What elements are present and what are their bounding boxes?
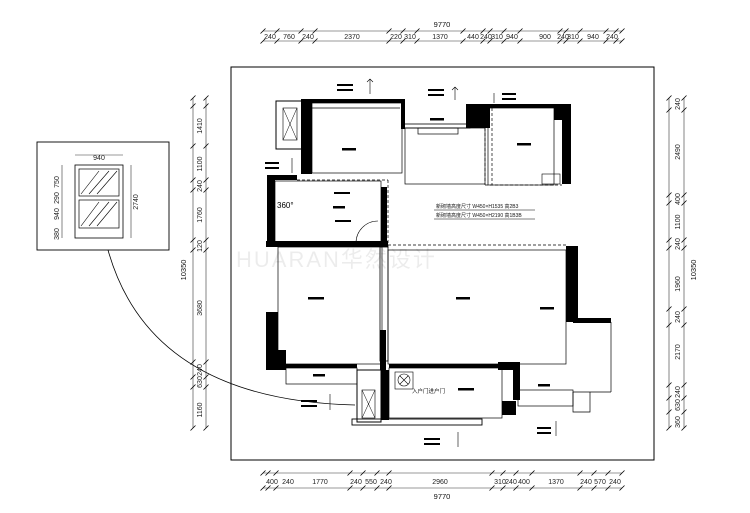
left-dim-1: 1410 [197,118,204,134]
door-symbols [355,173,561,390]
top-dim-16: 240 [606,34,618,41]
right-dim-3: 400 [675,193,682,205]
detail-dim-2: 290 [54,192,61,204]
detail-height-dimension: 2740 [133,194,140,210]
top-dimension-chain: 9770 240 760 240 2370 220 310 1370 440 2… [260,20,625,44]
bottom-total-dimension: 9770 [434,492,451,501]
bottom-dim-14: 240 [609,479,621,486]
right-dim-10: 630 [675,399,682,411]
bottom-dim-4: 240 [350,479,362,486]
bottom-dim-8: 310 [494,479,506,486]
detail-width-dimension: 940 [93,155,105,162]
entrance-label: 入户门进户门 [412,387,445,395]
top-dim-6: 310 [404,34,416,41]
right-dim-4: 1100 [675,214,682,229]
interior-lines [274,102,612,419]
marker-arrows [291,78,557,447]
right-dim-1: 240 [675,98,682,110]
top-dim-7: 1370 [432,34,448,41]
watermark: HUARAN华然设计 [236,247,437,272]
left-dim-6: 3680 [197,300,204,316]
top-dim-5: 220 [390,34,402,41]
right-dim-7: 240 [675,311,682,323]
left-dim-2: 1100 [197,156,204,171]
top-dim-8: 440 [467,34,479,41]
top-dim-4: 2370 [344,34,360,41]
top-dim-14: 310 [567,34,579,41]
wall-note-1: 新砌墙高度尺寸 W450×H1535 高2B3 [436,203,519,210]
top-dim-12: 900 [539,34,551,41]
bottom-dim-13: 570 [594,479,606,486]
bottom-dim-12: 240 [580,479,592,486]
right-dim-6: 1960 [675,276,682,292]
bottom-dim-11: 1370 [548,479,564,486]
detail-dim-3: 940 [54,208,61,220]
left-dim-9: 1160 [197,402,204,417]
bottom-dim-6: 240 [380,479,392,486]
elevation-markers [265,84,554,445]
left-dim-5: 120 [197,240,204,252]
bottom-dimension-chain: 400 240 1770 240 550 240 2960 310 240 40… [260,470,625,501]
wall-note-2: 新砌墙高度尺寸 W450×H2190 高1B3B [436,212,522,219]
bottom-dim-7: 2960 [432,479,448,486]
top-dim-9: 240 [480,34,492,41]
left-dim-4: 1760 [197,207,204,223]
left-dim-8: 630 [197,376,204,388]
left-dimension-chain: 10350 1410 1100 240 1760 120 3680 240 63… [179,95,209,431]
top-dim-11: 940 [506,34,518,41]
angle-label: 360° [277,201,294,210]
bottom-dim-1: 400 [266,479,278,486]
right-dim-5: 240 [675,238,682,250]
right-dim-9: 240 [675,386,682,398]
right-dim-8: 2170 [675,344,682,360]
top-dim-10: 310 [491,34,503,41]
bottom-dim-5: 550 [365,479,377,486]
top-dim-13: 240 [557,34,569,41]
detail-dim-4: 380 [54,228,61,240]
bottom-dim-10: 400 [518,479,530,486]
top-dim-1: 240 [264,34,276,41]
left-dim-3: 240 [197,180,204,192]
bottom-dim-2: 240 [282,479,294,486]
detail-dim-1: 750 [54,176,61,188]
bottom-dim-9: 240 [505,479,517,486]
wall-notes: 新砌墙高度尺寸 W450×H1535 高2B3 新砌墙高度尺寸 W450×H21… [277,201,535,395]
top-total-dimension: 9770 [434,20,451,29]
top-dim-3: 240 [302,34,314,41]
walls [266,99,611,426]
right-dim-2: 2490 [675,144,682,160]
dashed-partitions [297,108,566,250]
top-dim-2: 760 [283,34,295,41]
right-dimension-chain: 10350 240 2490 400 1100 240 1960 240 217… [666,95,698,431]
left-total-dimension: 10350 [179,260,188,281]
right-total-dimension: 10350 [689,260,698,281]
top-dim-15: 940 [587,34,599,41]
drawing-frame [230,66,655,461]
right-dim-11: 360 [675,416,682,428]
window-detail-inset: 940 2740 750 290 940 380 [36,141,356,406]
bottom-dim-3: 1770 [312,479,328,486]
